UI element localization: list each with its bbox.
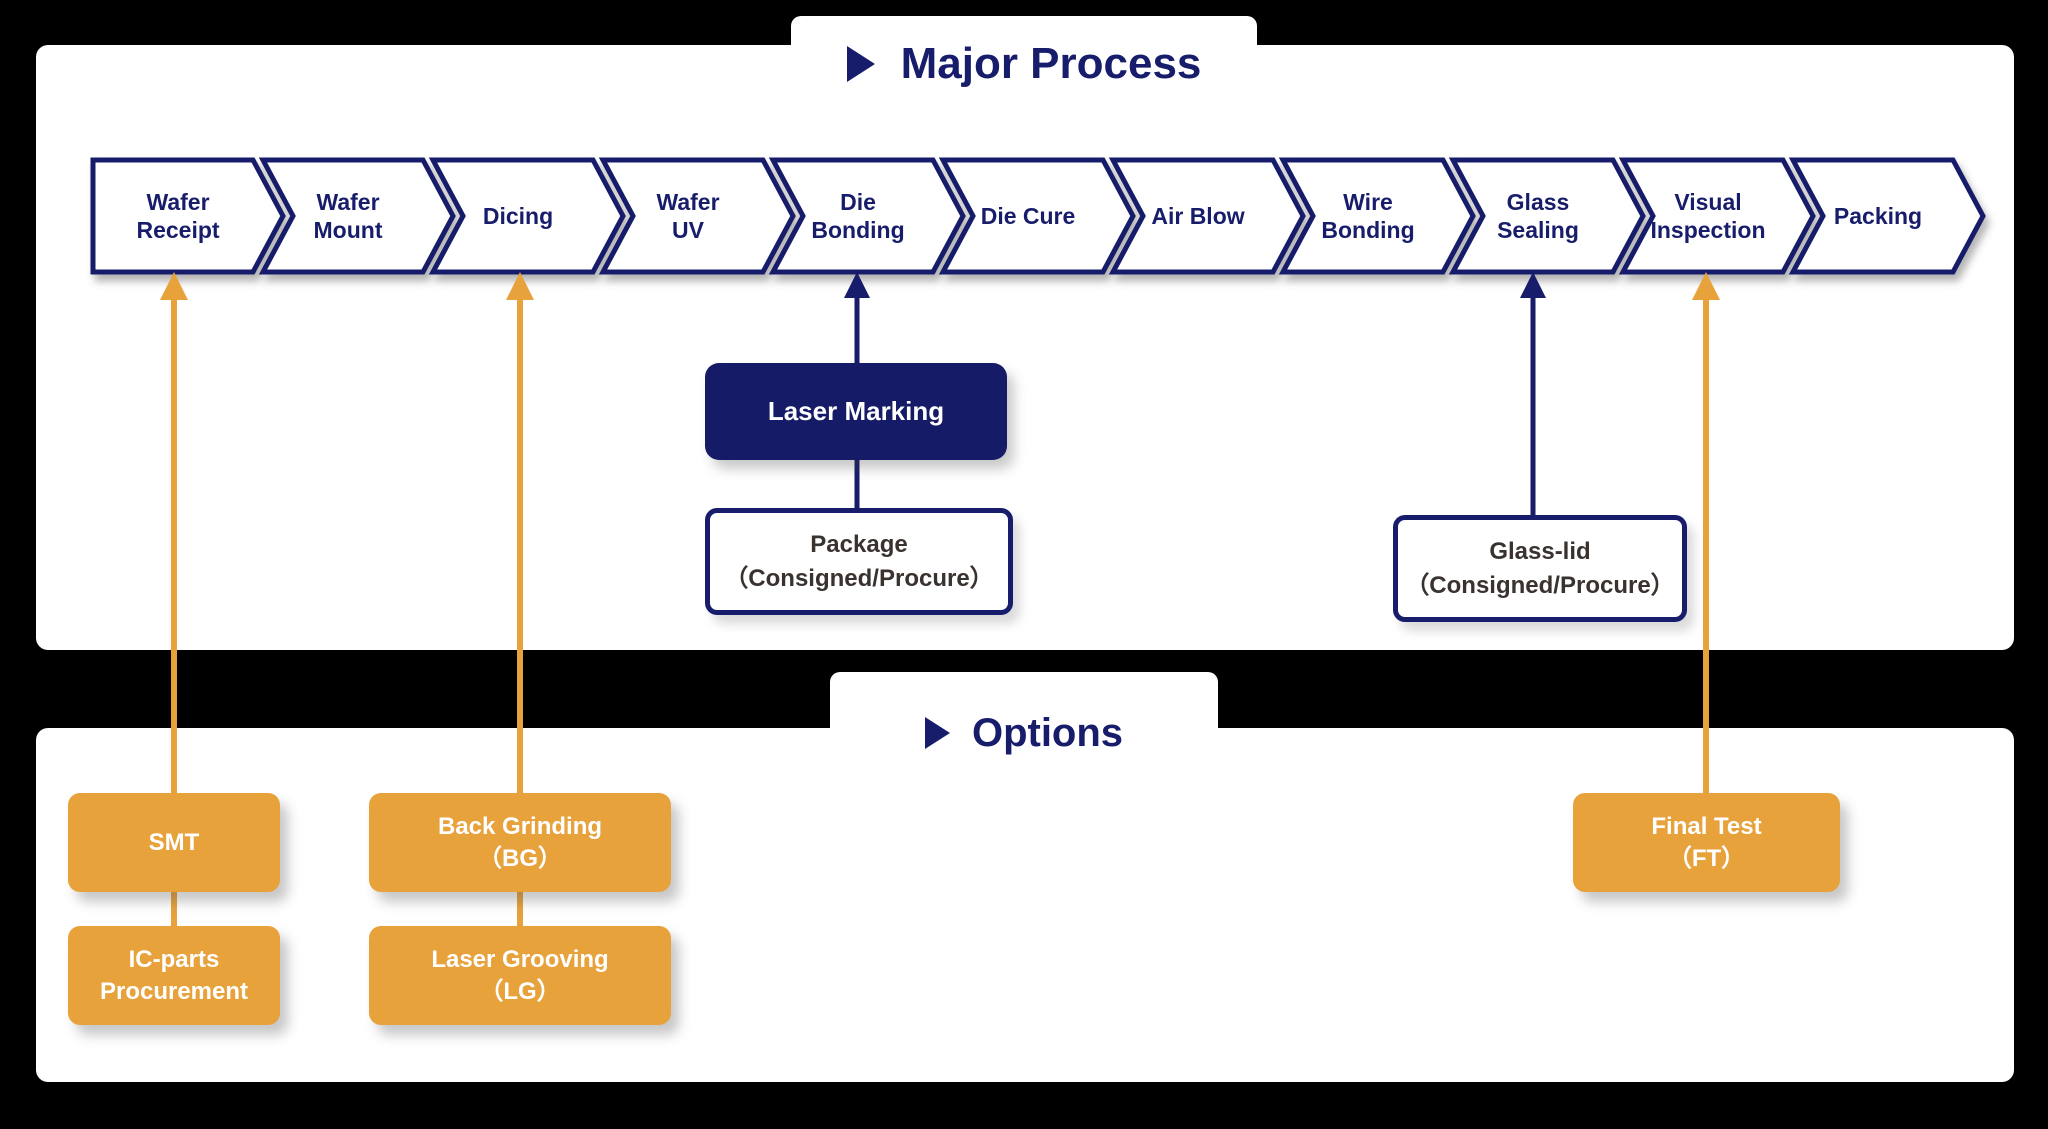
process-step-label: Air Blow — [1151, 203, 1244, 229]
major-process-title: Major Process — [791, 36, 1257, 92]
process-step-air-blow: Air Blow — [1108, 157, 1306, 275]
arrowhead-up-icon — [1520, 272, 1546, 298]
process-step-label: Die Cure — [981, 203, 1076, 229]
glass-lid-box: Glass-lid （Consigned/Procure） — [1393, 515, 1687, 622]
final-test-box: Final Test （FT） — [1573, 793, 1840, 892]
arrow-glass-lid-to-glass-sealing — [1520, 272, 1546, 518]
arrowhead-up-icon — [506, 272, 534, 300]
arrow-bg-to-dicing — [506, 272, 534, 798]
major-process-title-text: Major Process — [900, 39, 1202, 88]
process-step-die-cure: Die Cure — [938, 157, 1136, 275]
arrow-laser-marking-to-die-bonding — [844, 272, 870, 366]
smt-box: SMT — [68, 793, 280, 892]
process-step-label: Packing — [1834, 203, 1922, 229]
arrowhead-up-icon — [844, 272, 870, 298]
arrow-ft-to-visual-inspection — [1692, 272, 1720, 798]
options-title: Options — [830, 706, 1218, 760]
package-box: Package （Consigned/Procure） — [705, 508, 1013, 615]
process-step-packing: Packing — [1788, 157, 1986, 275]
options-title-text: Options — [971, 710, 1124, 755]
options-panel — [36, 728, 2014, 1082]
process-step-label: Dicing — [483, 203, 553, 229]
options-tab — [830, 672, 1218, 742]
triangle-bullet-icon — [846, 46, 875, 82]
ic-parts-procurement-box: IC-parts Procurement — [68, 926, 280, 1025]
process-step-dicing: Dicing — [428, 157, 626, 275]
arrowhead-up-icon — [160, 272, 188, 300]
laser-marking-box: Laser Marking — [705, 363, 1007, 460]
arrow-smt-to-wafer-receipt — [160, 272, 188, 798]
back-grinding-box: Back Grinding （BG） — [369, 793, 671, 892]
arrowhead-up-icon — [1692, 272, 1720, 300]
triangle-bullet-icon — [924, 717, 950, 749]
laser-grooving-box: Laser Grooving （LG） — [369, 926, 671, 1025]
